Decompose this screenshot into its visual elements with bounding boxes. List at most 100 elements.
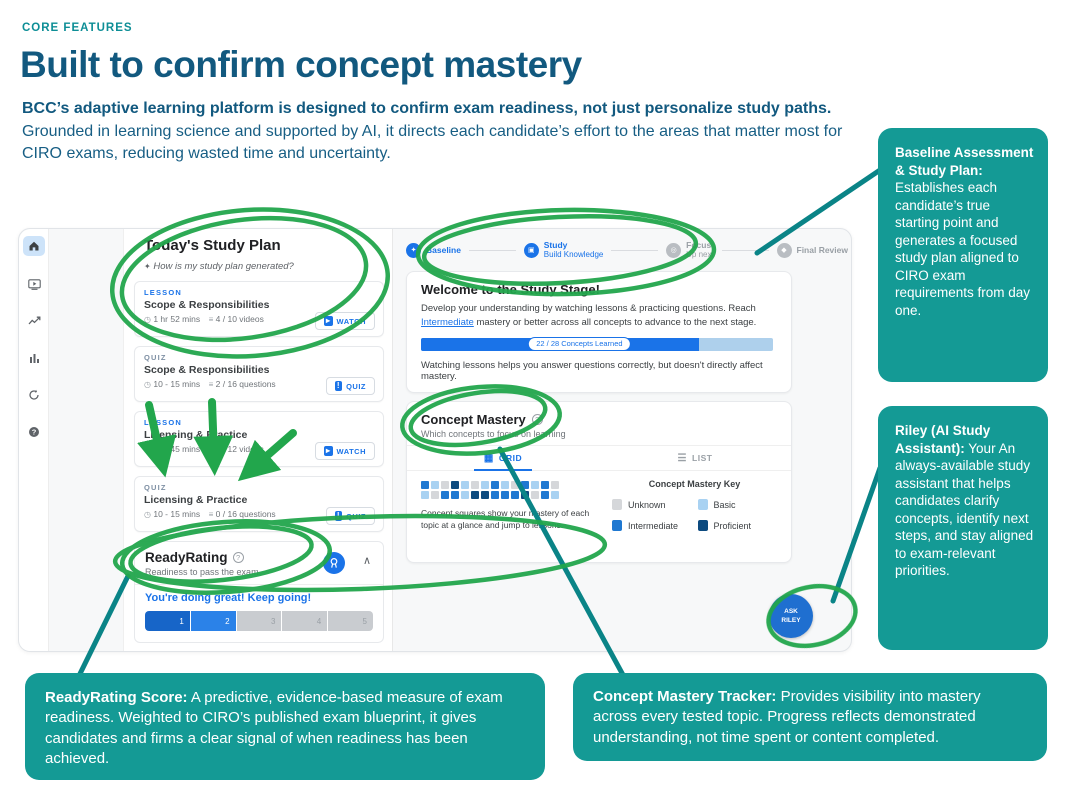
concept-mastery-key-title: Concept Mastery Key <box>648 479 741 489</box>
quiz-button[interactable]: !QUIZ <box>325 377 375 395</box>
concept-square[interactable] <box>541 481 549 489</box>
card-time: 10 - 15 mins <box>150 509 209 519</box>
stats-icon[interactable] <box>23 348 45 368</box>
button-label: QUIZ <box>346 381 366 391</box>
collapse-chevron-icon[interactable]: ∧ <box>362 555 371 567</box>
stepper-sublabel: Up next <box>686 250 714 260</box>
welcome-body: Develop your understanding by watching l… <box>421 303 757 328</box>
card-type-label: QUIZ <box>144 483 167 492</box>
concept-square[interactable] <box>471 491 479 499</box>
tab-list[interactable]: ☰LIST <box>677 452 713 464</box>
clock-icon: ◷ <box>144 380 151 389</box>
concept-square[interactable] <box>511 491 519 499</box>
concept-square[interactable] <box>531 481 539 489</box>
concept-square[interactable] <box>551 491 559 499</box>
concept-square[interactable] <box>481 491 489 499</box>
ask-riley-button[interactable]: ASK RILEY <box>769 594 813 638</box>
clock-icon: ◷ <box>144 445 151 454</box>
concept-square[interactable] <box>491 481 499 489</box>
concept-square[interactable] <box>481 481 489 489</box>
stepper-connector <box>721 249 769 251</box>
quiz-icon: ! <box>334 511 343 521</box>
stepper-item-baseline: ✦Baseline <box>406 242 461 258</box>
concept-square[interactable] <box>421 481 429 489</box>
quiz-icon: ! <box>334 381 343 391</box>
callout-baseline-assessment: Baseline Assessment & Study Plan: Establ… <box>878 128 1048 382</box>
focus-step-icon: ◎ <box>666 242 682 258</box>
concept-square[interactable] <box>451 481 459 489</box>
watch-button[interactable]: ▸WATCH <box>315 442 375 460</box>
stepper-label-text: Final Review <box>796 244 849 255</box>
card-type-label: LESSON <box>144 418 183 427</box>
play-icon: ▸ <box>324 446 333 456</box>
callout-title: Concept Mastery Tracker: <box>593 688 777 705</box>
concept-square[interactable] <box>421 491 429 499</box>
intermediate-link[interactable]: Intermediate <box>421 316 474 328</box>
clock-icon: ◷ <box>144 510 151 519</box>
list-icon: ☰ <box>677 452 688 464</box>
legend-swatch <box>697 499 708 510</box>
button-label: WATCH <box>336 316 366 326</box>
card-title: Licensing & Practice <box>144 494 248 506</box>
callout-readyrating-score: ReadyRating Score: A predictive, evidenc… <box>25 673 545 780</box>
concept-square[interactable] <box>461 481 469 489</box>
concept-square[interactable] <box>461 491 469 499</box>
concept-square[interactable] <box>491 491 499 499</box>
study-plan-generated-link[interactable]: ✦ How is my study plan generated? <box>144 261 294 272</box>
legend-label: Basic <box>713 499 736 510</box>
divider <box>135 584 383 585</box>
stepper-sublabel: Build Knowledge <box>543 250 604 260</box>
card-title: Scope & Responsibilities <box>144 299 270 311</box>
video-lessons-icon[interactable] <box>23 274 45 294</box>
callout-concept-mastery-tracker: Concept Mastery Tracker: Provides visibi… <box>573 673 1047 761</box>
concept-mastery-card: Concept Mastery ? Which concepts to focu… <box>406 401 792 563</box>
app-screenshot-frame: ? Today's Study Plan ✦ How is my study p… <box>18 228 852 652</box>
concept-square[interactable] <box>471 481 479 489</box>
concept-square[interactable] <box>431 491 439 499</box>
concept-mastery-help-icon[interactable]: ? <box>531 414 543 425</box>
tab-grid[interactable]: ▦GRID <box>407 446 599 470</box>
home-icon[interactable] <box>23 236 45 256</box>
sparkle-icon: ✦ <box>144 262 151 271</box>
help-icon[interactable]: ? <box>23 422 45 442</box>
sync-icon[interactable] <box>23 385 45 405</box>
card-type-label: QUIZ <box>144 353 167 362</box>
concept-square[interactable] <box>531 491 539 499</box>
concept-square[interactable] <box>521 491 529 499</box>
intro-rest: Grounded in learning science and support… <box>22 122 843 163</box>
quiz-button[interactable]: !QUIZ <box>325 507 375 525</box>
intro-paragraph: BCC’s adaptive learning platform is desi… <box>22 98 872 166</box>
card-progress: 0 / 12 videos <box>213 444 264 454</box>
concept-square[interactable] <box>501 481 509 489</box>
watch-button[interactable]: ▸WATCH <box>315 312 375 330</box>
progress-trend-icon[interactable] <box>23 311 45 331</box>
concept-square[interactable] <box>431 481 439 489</box>
concept-square[interactable] <box>451 491 459 499</box>
concept-square[interactable] <box>521 481 529 489</box>
concept-square[interactable] <box>501 491 509 499</box>
progress-segment: 2 <box>190 611 236 631</box>
concept-square[interactable] <box>541 491 549 499</box>
concept-square[interactable] <box>551 481 559 489</box>
concept-square[interactable] <box>441 481 449 489</box>
callout-title: Baseline Assessment & Study Plan: <box>895 145 1034 178</box>
legend-label: Unknown <box>628 499 666 510</box>
card-time: 1 hr 45 mins <box>150 444 209 454</box>
card-progress: 2 / 16 questions <box>213 379 276 389</box>
concept-square[interactable] <box>441 491 449 499</box>
ready-rating-help-icon[interactable]: ? <box>232 552 244 563</box>
concept-mastery-title: Concept Mastery <box>421 412 526 427</box>
concept-mastery-tabs: ▦GRID ☰LIST <box>407 445 791 471</box>
legend-label: Intermediate <box>628 520 679 531</box>
button-label: QUIZ <box>346 511 366 521</box>
stepper-label-text: Baseline <box>426 244 461 255</box>
card-meta: ◷ 10 - 15 mins ≡ 2 / 16 questions <box>144 379 374 389</box>
concept-square[interactable] <box>511 481 519 489</box>
